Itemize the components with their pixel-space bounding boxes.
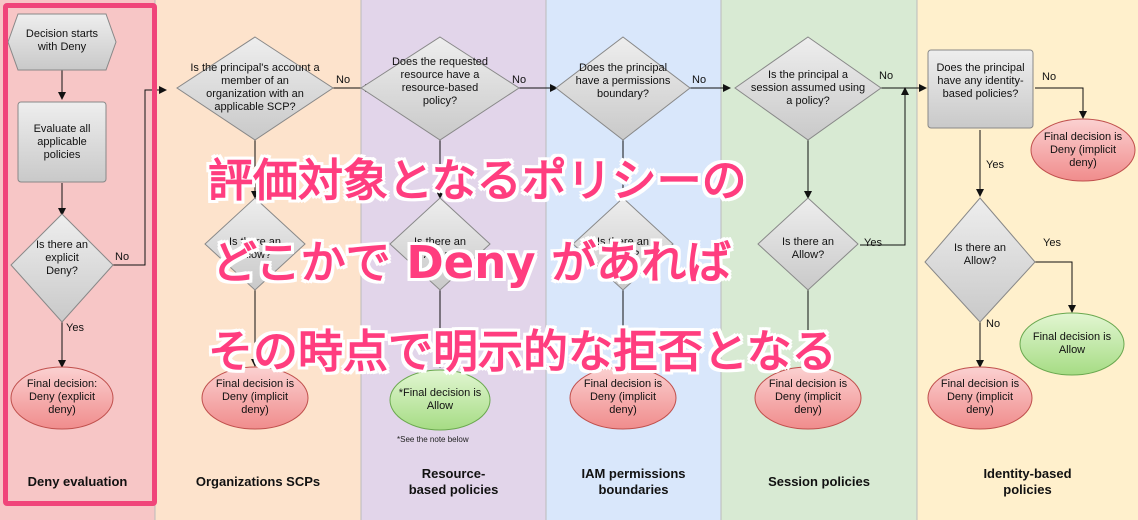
rbp-note: *See the note below (397, 435, 469, 444)
scp-allow-diamond (204, 197, 306, 291)
pb-allow-question-text: Is there an Allow? (597, 236, 649, 261)
pb-final-node (569, 366, 677, 430)
lane-title: IAM permissions boundaries (581, 466, 686, 497)
start-text: Decision starts with Deny (25, 28, 99, 53)
rbp-diamond (360, 36, 520, 141)
overlay-caption-line-2: どこかで Deny があれば (212, 236, 732, 289)
explicit-deny-question-text: Is there an explicit Deny? (36, 239, 88, 277)
overlay-caption-line-1: 評価対象となるポリシーの (208, 154, 747, 207)
scp-question-text: Is the principal's account a member of a… (190, 62, 320, 113)
lane-title: Organizations SCPs (195, 474, 321, 489)
edge-label-no: No (879, 70, 894, 82)
rbp-allow-diamond (389, 197, 491, 291)
edge-label-yes: Yes (864, 237, 882, 249)
edge-label-no: No (1042, 71, 1057, 83)
idp-question-box (927, 49, 1034, 129)
lane-title: Identity-based policies (983, 466, 1072, 497)
idp-final-deny2-text: Final decision is Deny (implicit deny) (940, 378, 1020, 416)
rbp-question-text: Does the requested resource have a resou… (391, 56, 488, 107)
edge-label-no: No (512, 74, 527, 86)
edge-label-no: No (692, 74, 707, 86)
edge-label-yes: Yes (1043, 237, 1061, 249)
final-explicit-deny-node (10, 366, 114, 430)
evaluate-text: Evaluate all applicable policies (33, 123, 91, 161)
scp-final-node (201, 366, 309, 430)
idp-final-allow-node (1019, 312, 1125, 376)
pb-allow-diamond (572, 197, 674, 291)
lane-title: Session policies (768, 474, 870, 489)
session-final-text: Final decision is Deny (implicit deny) (768, 378, 848, 416)
lane-title: Deny evaluation (27, 474, 128, 489)
session-diamond (734, 36, 882, 141)
lane-title: Resource-based policies (408, 466, 499, 497)
pb-final-text: Final decision is Deny (implicit deny) (583, 378, 663, 416)
idp-final-deny2-node (927, 366, 1033, 430)
overlay-caption-line-3: その時点で明示的な拒否となる (208, 325, 837, 378)
start-hexagon (7, 13, 117, 71)
idp-final-allow-text: Final decision is Allow (1032, 331, 1112, 356)
session-final-node (754, 366, 862, 430)
session-allow-diamond (757, 197, 859, 291)
pb-question-text: Does the principal have a permissions bo… (575, 62, 671, 100)
edge-label-no: No (115, 251, 130, 263)
evaluate-box (17, 101, 107, 183)
idp-final-deny-node (1030, 118, 1136, 182)
scp-final-text: Final decision is Deny (implicit deny) (215, 378, 295, 416)
final-explicit-deny-text: Final decision: Deny (explicit deny) (26, 378, 98, 416)
rbp-final-node (389, 369, 491, 431)
deny-evaluation-highlight (3, 3, 157, 506)
edge-label-yes: Yes (986, 159, 1004, 171)
scp-diamond (176, 36, 334, 141)
session-question-text: Is the principal a session assumed using… (750, 69, 866, 107)
pb-diamond (555, 36, 691, 141)
idp-question-text: Does the principal have any identity-bas… (936, 62, 1025, 100)
edge-label-no: No (336, 74, 351, 86)
idp-allow-diamond (924, 197, 1036, 323)
rbp-allow-question-text: Is there an Allow? (414, 236, 466, 261)
idp-allow-question-text: Is there an Allow? (954, 242, 1006, 267)
edge-label-yes: Yes (66, 322, 84, 334)
explicit-deny-diamond (10, 213, 114, 323)
scp-allow-question-text: Is there an Allow? (229, 236, 281, 261)
session-allow-question-text: Is there an Allow? (782, 236, 834, 261)
idp-final-deny-text: Final decision is Deny (implicit deny) (1043, 131, 1123, 169)
edge-label-no: No (986, 318, 1001, 330)
rbp-final-text: *Final decision is Allow (398, 387, 482, 412)
